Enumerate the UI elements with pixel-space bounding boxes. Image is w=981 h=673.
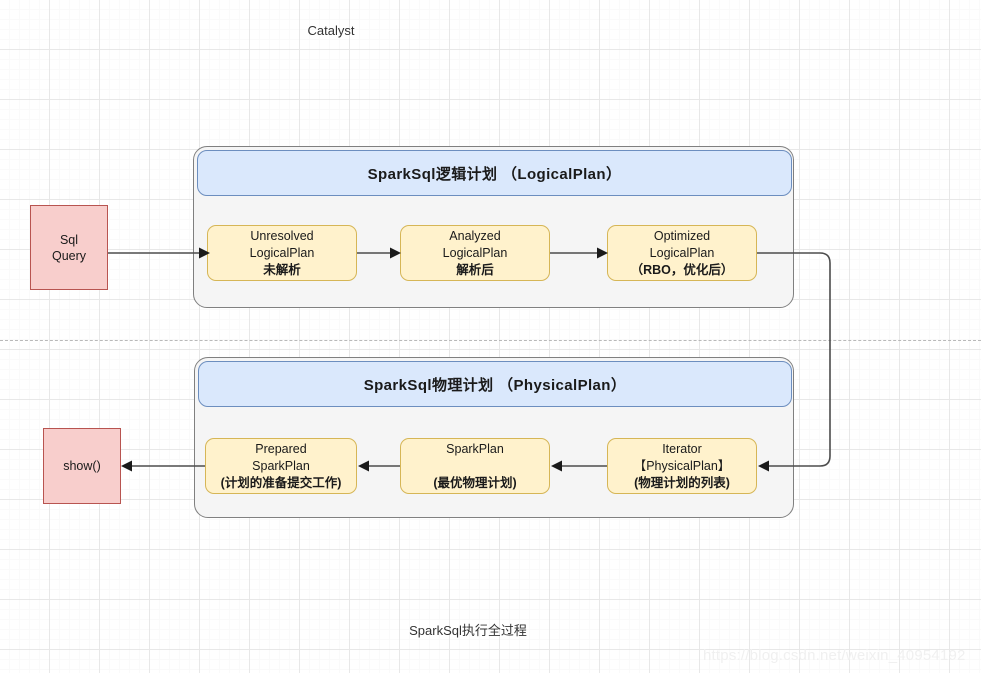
node-optimized-logicalplan[interactable]: Optimized LogicalPlan （RBO，优化后） (607, 225, 757, 281)
node-unresolved-logicalplan[interactable]: Unresolved LogicalPlan 未解析 (207, 225, 357, 281)
node-line-3: 未解析 (263, 262, 301, 277)
node-line-1: SparkPlan (446, 441, 504, 456)
terminal-show[interactable]: show() (43, 428, 121, 504)
terminal-line-1: show() (63, 459, 101, 473)
logical-plan-header-text: SparkSql逻辑计划 （LogicalPlan） (367, 165, 622, 183)
catalyst-label: Catalyst (307, 23, 355, 38)
node-line-2: 【PhysicalPlan】 (633, 458, 731, 473)
node-line-2: SparkPlan (252, 458, 310, 473)
node-line-3: (物理计划的列表) (634, 475, 730, 490)
node-line-1: Optimized (653, 228, 711, 243)
node-line-3: 解析后 (456, 262, 494, 277)
node-iterator-physicalplan[interactable]: Iterator 【PhysicalPlan】 (物理计划的列表) (607, 438, 757, 494)
physical-plan-header: SparkSql物理计划 （PhysicalPlan） (198, 361, 792, 407)
node-line-1: Prepared (255, 441, 307, 456)
node-line-2: LogicalPlan (442, 245, 508, 260)
node-line-1: Unresolved (250, 228, 314, 243)
node-line-1: Analyzed (449, 228, 501, 243)
lane-divider (0, 340, 981, 341)
terminal-sql-query[interactable]: Sql Query (30, 205, 108, 290)
watermark: https://blog.csdn.net/weixin_40954192 (703, 647, 966, 664)
node-prepared-sparkplan[interactable]: Prepared SparkPlan (计划的准备提交工作) (205, 438, 357, 494)
node-analyzed-logicalplan[interactable]: Analyzed LogicalPlan 解析后 (400, 225, 550, 281)
physical-plan-header-text: SparkSql物理计划 （PhysicalPlan） (363, 376, 627, 394)
node-line-2: LogicalPlan (249, 245, 315, 260)
diagram-caption: SparkSql执行全过程 (409, 623, 527, 638)
node-line-2: LogicalPlan (649, 245, 715, 260)
node-line-3: (最优物理计划) (433, 475, 517, 490)
node-line-3: （RBO，优化后） (630, 262, 734, 277)
node-line-1: Iterator (662, 441, 702, 456)
edge-prepared-to-show (121, 460, 205, 472)
terminal-line-2: Query (51, 248, 87, 263)
terminal-line-1: Sql (59, 232, 79, 247)
node-line-3: (计划的准备提交工作) (220, 475, 342, 490)
node-sparkplan[interactable]: SparkPlan (最优物理计划) (400, 438, 550, 494)
logical-plan-header: SparkSql逻辑计划 （LogicalPlan） (197, 150, 792, 196)
